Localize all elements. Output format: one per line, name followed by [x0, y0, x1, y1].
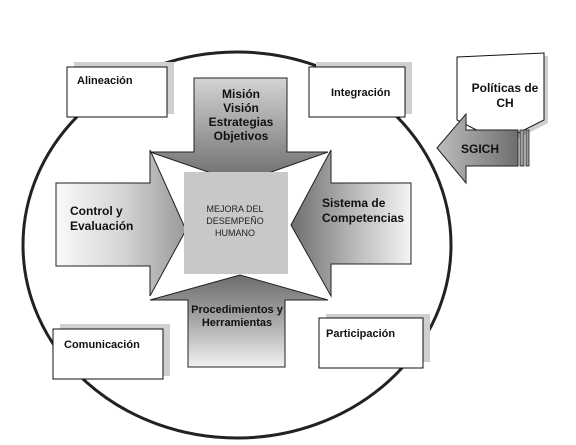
center-box: MEJORA DEL DESEMPEÑO HUMANO [184, 172, 288, 274]
arrow-top: Misión Visión Estrategias Objetivos [149, 77, 329, 184]
box-comunicacion: Comunicación [52, 324, 170, 380]
arrow-bottom-line-2: Herramientas [202, 317, 272, 329]
sgich-arrow: SGICH [436, 112, 530, 185]
arrow-left: Control y Evaluación [55, 149, 187, 297]
arrow-top-line-2: Visión [223, 101, 259, 115]
box-participacion-label: Participación [326, 328, 395, 340]
arrow-left-line-2: Evaluación [70, 219, 133, 233]
arrow-top-line-1: Misión [222, 87, 260, 101]
center-line-2: DESEMPEÑO [206, 216, 264, 226]
arrow-right-line-1: Sistema de [322, 196, 386, 210]
sgich-label: SGICH [461, 142, 499, 156]
outer-circle [21, 50, 453, 440]
box-comunicacion-label: Comunicación [64, 339, 140, 351]
policy-shape: Políticas de CH [456, 52, 548, 146]
arrow-left-line-1: Control y [70, 204, 123, 218]
policy-line-2: CH [496, 96, 513, 110]
arrow-right-line-2: Competencias [322, 211, 404, 225]
arrow-bottom: Procedimientos y Herramientas [149, 274, 329, 368]
arrow-right: Sistema de Competencias [290, 149, 412, 298]
arrow-top-line-4: Objetivos [214, 129, 269, 143]
arrow-top-line-3: Estrategias [209, 115, 274, 129]
box-integracion-label: Integración [331, 87, 391, 99]
box-integracion: Integración [308, 62, 412, 118]
arrow-bottom-line-1: Procedimientos y [191, 304, 284, 316]
box-participacion: Participación [318, 314, 430, 369]
box-alineacion-label: Alineación [77, 75, 133, 87]
box-alineacion: Alineación [66, 62, 174, 118]
center-line-3: HUMANO [215, 228, 255, 238]
center-line-1: MEJORA DEL [206, 204, 263, 214]
policy-line-1: Políticas de [472, 81, 539, 95]
